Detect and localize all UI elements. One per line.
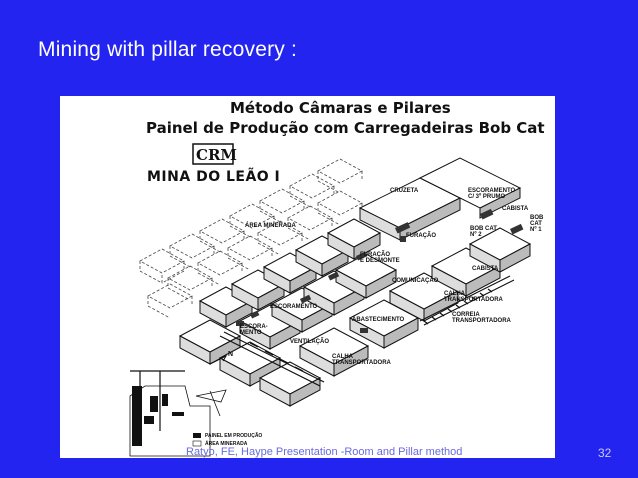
label-cruzeta: CRUZETA (390, 188, 419, 194)
label-ventilacao: VENTILAÇÃO (290, 339, 329, 345)
legend-area: ÁREA MINERADA (205, 441, 248, 447)
pillar-blocks (178, 157, 532, 407)
label-bob-cat-1: BOB CAT Nº 1 (530, 215, 544, 233)
location-inset-map (129, 370, 227, 457)
label-escoramento-mento: ESCORA- MENTO (240, 324, 268, 336)
crm-logo: CRM (192, 143, 237, 165)
slide-title: Mining with pillar recovery : (38, 38, 298, 61)
figure-title: Método Câmaras e Pilares (230, 99, 451, 117)
label-furacao-desmonte: FURAÇÃO E DESMONTE (360, 252, 400, 264)
label-escoramento-left: ESCORAMENTO (270, 304, 318, 310)
label-calha-transportadora-right: CALHA TRANSPORTADORA (444, 291, 503, 303)
equipment-icons (236, 208, 524, 333)
label-cabista-top: CABISTA (502, 206, 529, 212)
label-abastecimento: ABASTECIMENTO (352, 317, 405, 323)
label-comunicacao: COMUNICAÇÃO (392, 278, 439, 284)
label-north: N (228, 351, 234, 358)
label-correia-transportadora: CORREIA TRANSPORTADORA (452, 312, 511, 324)
label-area-minerada: ÁREA MINERADA (245, 223, 296, 229)
page-number: 32 (598, 446, 612, 460)
north-arrow (209, 355, 228, 365)
figure-subtitle: Painel de Produção com Carregadeiras Bob… (146, 119, 545, 137)
label-calha-transportadora-bottom: CALHA TRANSPORTADORA (332, 354, 391, 366)
label-bob-cat-2: BOB CAT Nº 2 (470, 226, 497, 238)
label-furacao: FURAÇÃO (406, 233, 436, 239)
legend-painel: PAINEL EM PRODUÇÃO (205, 433, 263, 439)
logo-text: CRM (196, 146, 237, 164)
mined-area-blocks (139, 158, 363, 319)
label-escoramento-top: ESCORAMENTO C/ 3º PRUMO (468, 188, 516, 200)
mine-diagram-figure: CRM (60, 96, 555, 458)
conveyor-belts (219, 275, 515, 387)
isometric-mine-drawing: CRM (129, 143, 532, 457)
mine-name: MINA DO LEÃO I (147, 169, 281, 185)
slide-footer: Ratyo, FE, Haype Presentation -Room and … (186, 446, 463, 458)
label-cabista-mid: CABISTA (472, 266, 499, 272)
